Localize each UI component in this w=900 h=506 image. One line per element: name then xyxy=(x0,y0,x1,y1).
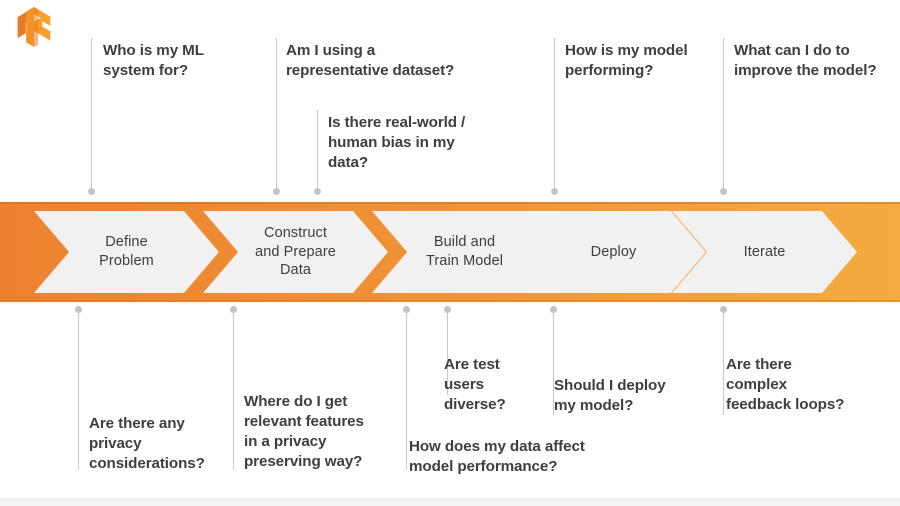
question-line: improve the model? xyxy=(734,62,877,80)
connector-line-top-1 xyxy=(91,38,92,190)
connector-line-bottom-5 xyxy=(553,310,554,415)
question-line: relevant features xyxy=(244,413,364,431)
question-line: Are there any xyxy=(89,415,185,432)
pipeline-bar-bottom-edge xyxy=(0,300,900,302)
question-line: preserving way? xyxy=(244,453,363,471)
question-line: Who is my ML xyxy=(103,42,204,59)
connector-line-top-5 xyxy=(723,38,724,190)
question-line: performing? xyxy=(565,62,654,80)
step-label-line: and Prepare xyxy=(255,243,336,260)
question-line: How is my model xyxy=(565,42,688,59)
step-label-line: Define xyxy=(105,234,148,251)
question-line: users xyxy=(444,376,485,394)
tensorflow-logo xyxy=(14,6,54,48)
step-label-line: Train Model xyxy=(425,253,504,269)
question-line: my model? xyxy=(554,397,634,415)
connector-line-bottom-1 xyxy=(78,310,79,470)
question-line: Are there xyxy=(726,356,792,373)
step-label-line: Problem xyxy=(99,253,154,269)
slide-footer-band xyxy=(0,498,900,506)
question-line: Where do I get xyxy=(244,393,348,410)
connector-dot-bottom-1 xyxy=(75,306,82,313)
connector-dot-bottom-3 xyxy=(403,306,410,313)
connector-dot-bottom-2 xyxy=(230,306,237,313)
question-improve-the-model: What can I do to improve the model? xyxy=(734,41,900,81)
step-label-line: Data xyxy=(279,262,311,279)
question-line: diverse? xyxy=(444,396,506,414)
question-line: privacy xyxy=(89,435,142,453)
question-real-world-human-bias: Is there real-world / human bias in my d… xyxy=(328,113,528,173)
question-representative-dataset: Am I using a representative dataset? xyxy=(286,41,536,81)
connector-dot-top-4 xyxy=(551,188,558,195)
pipeline-bar-top-edge xyxy=(0,202,900,204)
question-data-affect-model-performance: How does my data affect model performanc… xyxy=(409,437,639,477)
connector-dot-top-2 xyxy=(273,188,280,195)
question-line: Am I using a xyxy=(286,42,376,59)
question-test-users-diverse: Are test users diverse? xyxy=(444,355,554,415)
connector-line-top-4 xyxy=(554,38,555,190)
connector-dot-bottom-6 xyxy=(720,306,727,313)
question-line: Is there real-world / xyxy=(328,114,466,131)
question-line: human bias in my xyxy=(328,134,455,152)
question-complex-feedback-loops: Are there complex feedback loops? xyxy=(726,355,900,415)
connector-line-bottom-2 xyxy=(233,310,234,470)
question-line: model performance? xyxy=(409,458,558,476)
question-relevant-features-privacy: Where do I get relevant features in a pr… xyxy=(244,392,434,472)
connector-line-top-2 xyxy=(276,38,277,190)
connector-dot-bottom-4 xyxy=(444,306,451,313)
connector-line-bottom-4 xyxy=(447,310,448,395)
connector-dot-top-5 xyxy=(720,188,727,195)
question-line: system for? xyxy=(103,62,188,80)
question-model-performing: How is my model performing? xyxy=(565,41,745,81)
question-who-is-my-ml-system-for: Who is my ML system for? xyxy=(103,41,278,81)
step-label-line: Deploy xyxy=(590,243,637,260)
question-line: What can I do to xyxy=(734,42,850,59)
step-label-line: Build and xyxy=(433,234,496,251)
connector-line-bottom-3 xyxy=(406,310,407,470)
question-line: Should I deploy xyxy=(554,377,666,394)
pipeline-step-construct-and-prepare-data[interactable]: Construct and Prepare Data xyxy=(203,211,388,293)
question-line: data? xyxy=(328,154,369,172)
pipeline-step-build-and-train-model[interactable]: Build and Train Model xyxy=(372,211,557,293)
connector-dot-bottom-5 xyxy=(550,306,557,313)
question-line: representative dataset? xyxy=(286,62,455,80)
question-line: considerations? xyxy=(89,455,205,473)
connector-dot-top-3 xyxy=(314,188,321,195)
question-privacy-considerations: Are there any privacy considerations? xyxy=(89,414,269,474)
question-should-i-deploy: Should I deploy my model? xyxy=(554,376,724,416)
connector-line-top-3 xyxy=(317,110,318,190)
question-line: complex xyxy=(726,376,787,394)
question-line: feedback loops? xyxy=(726,396,845,414)
step-label-line: Iterate xyxy=(743,243,786,260)
connector-line-bottom-6 xyxy=(723,310,724,415)
step-label-line: Construct xyxy=(264,225,327,242)
question-line: How does my data affect xyxy=(409,438,585,455)
question-line: Are test xyxy=(444,356,500,373)
question-line: in a privacy xyxy=(244,433,327,451)
connector-dot-top-1 xyxy=(88,188,95,195)
